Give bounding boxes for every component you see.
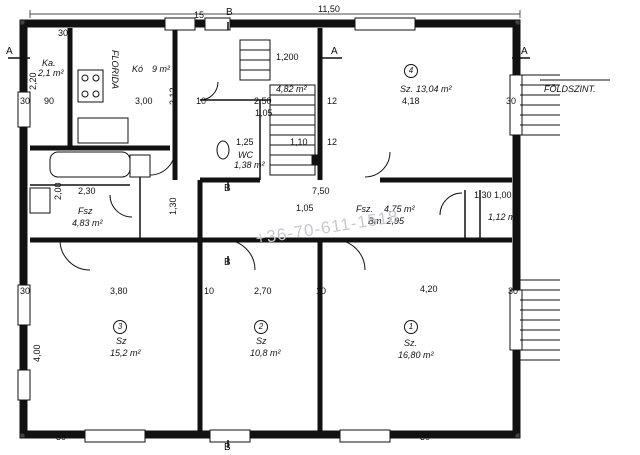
bath-area: 4,83 m²	[72, 218, 103, 228]
room4-number: 4	[404, 64, 418, 78]
stair-dim-a: 1,200	[276, 52, 299, 62]
corridor-name: Fsz.	[356, 204, 373, 214]
section-mark-a-mid: A	[331, 46, 338, 57]
room2-width: 2,70	[254, 286, 272, 296]
room4-dim: 4,18	[402, 96, 420, 106]
toilet	[216, 140, 230, 160]
kitchen-width: 3,00	[135, 96, 153, 106]
room3-width: 3,80	[110, 286, 128, 296]
kitchen-counter	[77, 117, 129, 144]
wall-dim-30-a: 30	[58, 28, 69, 38]
section-mark-b-mid: B	[224, 183, 231, 194]
hall-dim-250: 2,50	[254, 96, 272, 106]
wc-dim-125: 1,25	[236, 137, 254, 147]
wall-dim-90: 90	[44, 96, 55, 106]
kitchen-depth: 3,12	[168, 87, 178, 105]
section-mark-b-bottom: B	[224, 442, 231, 453]
wall-dim-10-c: 10	[316, 286, 327, 296]
room2-area: 10,8 m²	[250, 348, 281, 358]
pantry-area: 2,1 m²	[38, 68, 64, 78]
wc-dim-110: 1,10	[290, 137, 308, 147]
corridor-dim-130: 1,30	[474, 190, 492, 200]
corridor-dim-105: 1,05	[296, 203, 314, 213]
kitchen-name: Kó	[132, 64, 144, 74]
wall-dim-30-e: 30	[508, 286, 519, 296]
room1-name: Sz.	[404, 338, 418, 348]
section-mark-b-top: B	[226, 7, 233, 18]
wall-dim-30-b: 30	[20, 96, 31, 106]
kitchen-area: 9 m²	[152, 64, 170, 74]
bathtub	[49, 151, 131, 178]
section-mark-b-lower: B	[224, 257, 231, 268]
corridor-dim-100: 1,00	[494, 190, 512, 200]
room2-number: 2	[254, 320, 268, 334]
corridor-area: 4,75 m²	[384, 204, 415, 214]
room2-name: Sz	[256, 336, 267, 346]
room3-depth: 4,00	[32, 344, 42, 362]
closet-area: 1,12 m²	[488, 212, 519, 222]
section-mark-a-right: A	[521, 46, 528, 57]
bath-dim-200: 2,00	[53, 182, 63, 200]
wall-dim-30-f: 30	[56, 432, 67, 442]
wall-dim-12-a: 12	[327, 96, 338, 106]
bath-name: Fsz	[78, 206, 93, 216]
room1-area: 16,80 m²	[398, 350, 434, 360]
stove	[77, 69, 104, 103]
hall-area: 4,82 m²	[276, 84, 307, 94]
pantry-dim: 2,20	[28, 72, 38, 90]
room1-number: 1	[404, 320, 418, 334]
stair-dim-105: 1,05	[255, 108, 273, 118]
room3-number: 3	[113, 320, 127, 334]
wall-dim-15: 15	[194, 10, 205, 20]
room4-name: Sz.	[400, 84, 414, 94]
bath-dim-130: 1,30	[168, 197, 178, 215]
wall-dim-12-b: 12	[327, 137, 338, 147]
bath-dim-230: 2,30	[78, 186, 96, 196]
wall-dim-30-c: 30	[506, 96, 517, 106]
corridor-dim-750: 7,50	[312, 186, 330, 196]
kitchen-florida-label: FLORIDA	[110, 50, 120, 90]
entrance-label: FÖLDSZINT.	[544, 84, 596, 94]
pantry-name: Ka.	[42, 58, 56, 68]
room3-name: Sz	[116, 336, 127, 346]
wall-dim-30-d: 30	[20, 286, 31, 296]
wall-dim-10-a: 10	[196, 96, 207, 106]
wall-dim-30-g: 30	[420, 432, 431, 442]
corridor-bm: Bm. 2,95	[368, 216, 405, 226]
room3-area: 15,2 m²	[110, 348, 141, 358]
overall-width-dim: 11,50	[318, 4, 340, 14]
room1-width: 4,20	[420, 284, 438, 294]
wall-dim-10-b: 10	[204, 286, 215, 296]
washbasin	[29, 187, 51, 214]
room4-area: 13,04 m²	[416, 84, 452, 94]
section-mark-a-left: A	[6, 46, 13, 57]
wc-area: 1,38 m²	[234, 160, 265, 170]
wc-name: WC	[238, 150, 253, 160]
